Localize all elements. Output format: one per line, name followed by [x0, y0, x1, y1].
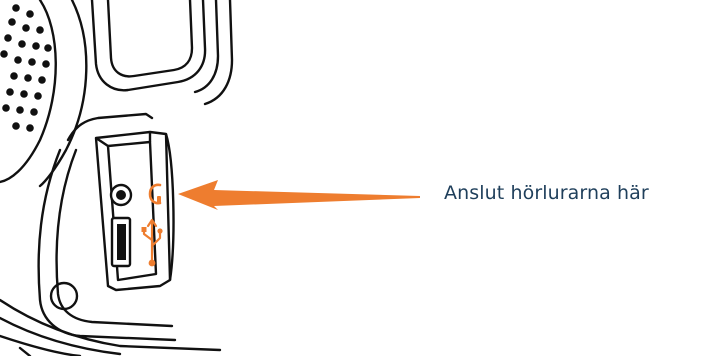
headphone-jack — [109, 183, 133, 207]
usb-icon — [141, 218, 163, 267]
port-panel — [94, 130, 175, 292]
usb-port — [110, 216, 132, 268]
device-body — [0, 0, 234, 356]
headphone-jack-icon — [148, 183, 162, 205]
speaker-grille — [0, 4, 52, 132]
callout-label: Anslut hörlurarna här — [444, 182, 649, 204]
arrow-icon — [178, 180, 420, 210]
